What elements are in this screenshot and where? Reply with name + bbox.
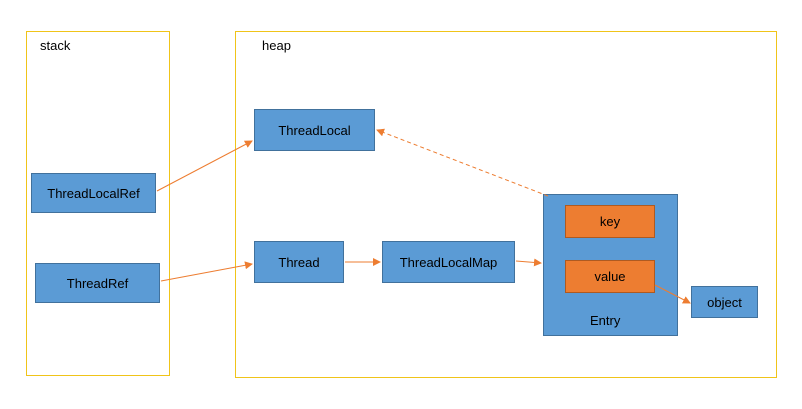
thread-local-ref-node: ThreadLocalRef — [31, 173, 156, 213]
thread-ref-node: ThreadRef — [35, 263, 160, 303]
heap-label: heap — [262, 38, 291, 53]
key-node: key — [565, 205, 655, 238]
thread-local-map-node: ThreadLocalMap — [382, 241, 515, 283]
value-node: value — [565, 260, 655, 293]
thread-local-node: ThreadLocal — [254, 109, 375, 151]
stack-label: stack — [40, 38, 71, 53]
object-node: object — [691, 286, 758, 318]
entry-label: Entry — [590, 313, 621, 328]
stack-region — [26, 31, 170, 376]
thread-node: Thread — [254, 241, 344, 283]
heap-region — [235, 31, 777, 378]
